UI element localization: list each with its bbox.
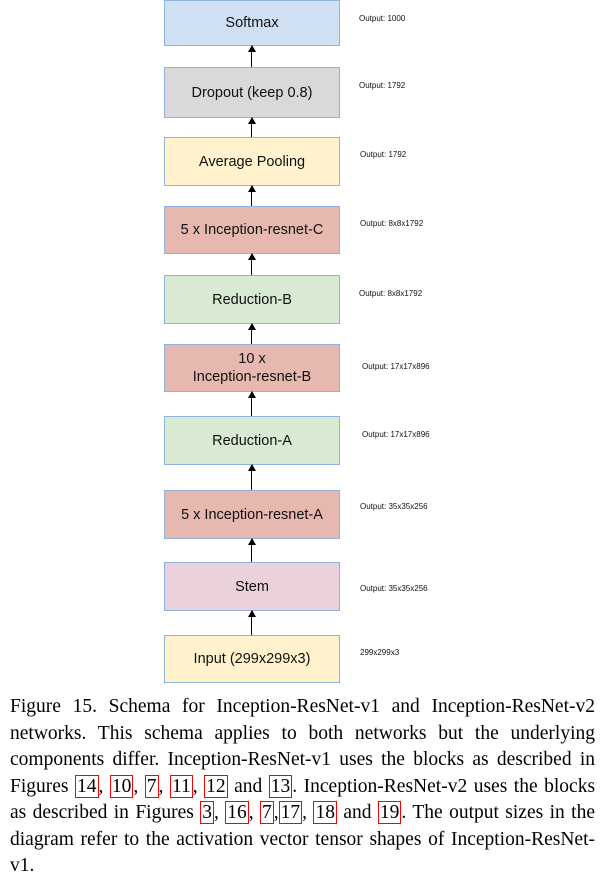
figure-link[interactable]: 10: [109, 774, 134, 798]
arrow: [247, 45, 256, 67]
block-softmax: Softmax: [164, 0, 340, 46]
caption-text: . Inception-ResNet-v2 uses the blocks as…: [10, 775, 596, 824]
block-dropout: Dropout (keep 0.8): [164, 67, 340, 118]
block-label: Input (299x299x3): [193, 651, 311, 667]
output-label: Output: 17x17x896: [362, 362, 430, 371]
figure-link[interactable]: 12: [204, 774, 228, 798]
block-inception-resnet-a: 5 x Inception-resnet-A: [164, 490, 340, 539]
output-label: Output: 1000: [359, 14, 406, 23]
block-inception-resnet-b: 10 x Inception-resnet-B: [164, 344, 340, 392]
arrow: [247, 538, 256, 562]
output-label: Output: 1792: [360, 150, 407, 159]
block-label: 10 x: [238, 351, 266, 367]
arrow: [247, 323, 256, 344]
arrow: [247, 391, 256, 416]
figure-link[interactable]: 17: [278, 801, 303, 824]
block-label: Average Pooling: [198, 153, 306, 170]
block-input: Input (299x299x3): [164, 635, 340, 683]
caption-sep: and: [227, 775, 269, 797]
output-label: Output: 17x17x896: [362, 430, 430, 439]
block-stem: Stem: [164, 562, 340, 611]
figure-link[interactable]: 7: [260, 801, 274, 824]
block-label: Reduction-B: [212, 291, 292, 308]
block-reduction-b: Reduction-B: [164, 275, 340, 324]
figure-link[interactable]: 18: [313, 801, 337, 824]
block-inception-resnet-c: 5 x Inception-resnet-C: [164, 206, 340, 254]
block-label-line2: Inception-resnet-B: [192, 369, 312, 385]
output-label: Output: 35x35x256: [360, 502, 428, 511]
figure-link[interactable]: 19: [377, 801, 402, 824]
figure-link[interactable]: 13: [268, 774, 293, 798]
caption-text: Figure 15. Schema for Inception-ResNet-v…: [10, 696, 595, 797]
block-label: 5 x Inception-resnet-A: [181, 506, 323, 523]
caption-sep: ,: [98, 775, 110, 797]
caption-sep: ,: [133, 775, 145, 797]
block-label: Reduction-A: [212, 432, 292, 449]
figure-link[interactable]: 14: [75, 774, 99, 798]
output-label: 299x299x3: [360, 648, 400, 657]
figure-link[interactable]: 11: [169, 774, 193, 798]
caption-sep: ,: [302, 802, 314, 823]
arrow: [247, 185, 256, 206]
architecture-diagram: Softmax Output: 1000 Dropout (keep 0.8) …: [164, 0, 430, 683]
arrow: [247, 464, 256, 490]
arrow: [247, 610, 256, 635]
block-label: Stem: [235, 578, 269, 595]
caption-text: and: [336, 802, 378, 823]
output-label: Output: 8x8x1792: [359, 289, 423, 298]
caption-sep: ,: [248, 802, 261, 823]
output-label: Output: 35x35x256: [360, 584, 428, 593]
figure-caption: Figure 15. Schema for Inception-ResNet-v…: [10, 694, 595, 880]
caption-sep: ,: [158, 775, 170, 797]
figure-link[interactable]: 16: [225, 801, 249, 824]
figure-link[interactable]: 7: [144, 774, 159, 798]
caption-sep: ,: [213, 802, 226, 823]
block-label: 5 x Inception-resnet-C: [180, 222, 324, 238]
arrow: [247, 117, 256, 137]
caption-text: . The output sizes in the diagram refer …: [10, 802, 596, 876]
arrow: [247, 253, 256, 275]
figure-link[interactable]: 3: [200, 801, 214, 824]
block-label: Softmax: [225, 15, 279, 31]
output-label: Output: 1792: [359, 81, 406, 90]
caption-sep: ,: [192, 775, 205, 797]
caption-sep: ,: [273, 802, 279, 823]
block-average-pooling: Average Pooling: [164, 137, 340, 186]
output-label: Output: 8x8x1792: [360, 219, 424, 228]
block-label: Dropout (keep 0.8): [191, 84, 313, 101]
block-reduction-a: Reduction-A: [164, 416, 340, 465]
